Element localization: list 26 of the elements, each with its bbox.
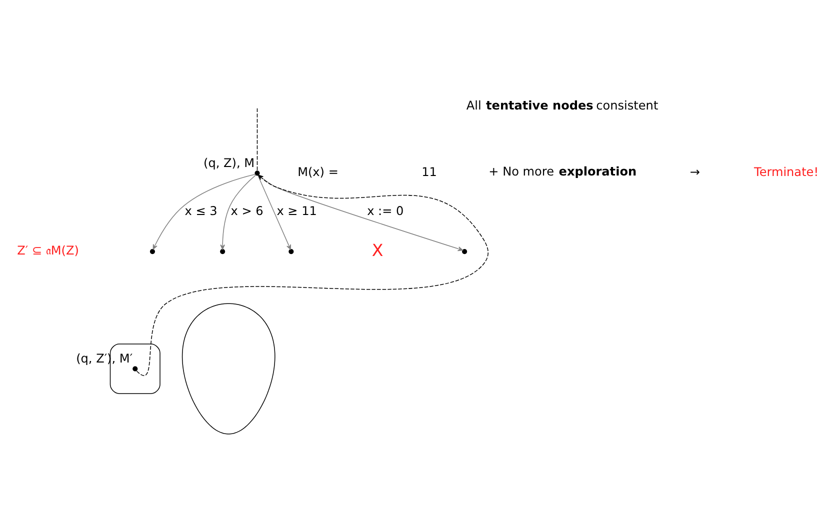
- label: Z′ ⊆ 𝔞M(Z): [17, 242, 79, 257]
- node-label: (q, Z), M: [204, 156, 255, 170]
- label: 11: [422, 164, 437, 179]
- node-circle: [254, 170, 260, 176]
- connector: [256, 108, 258, 171]
- edge-label: x > 6: [230, 204, 264, 218]
- node-circle: [150, 248, 156, 254]
- node-circle: [220, 248, 226, 254]
- label: X: [372, 240, 384, 260]
- label: →: [690, 164, 700, 179]
- arrow: [258, 174, 291, 250]
- node-teardrop: [182, 302, 276, 434]
- label: Terminate!: [754, 164, 819, 179]
- arrow: [220, 174, 256, 250]
- label: M(x) =: [298, 164, 338, 179]
- edge-label: x := 0: [367, 204, 404, 218]
- edge-label: x ≤ 3: [184, 204, 218, 218]
- arrow: [152, 173, 256, 250]
- node-circle: [288, 248, 294, 254]
- arrow: [258, 174, 464, 251]
- node-circle: [462, 248, 468, 254]
- label: + No more exploration: [488, 164, 637, 178]
- node-circle: [132, 366, 138, 371]
- label: All tentative nodes consistent: [466, 98, 658, 112]
- edge-label: x ≥ 11: [276, 204, 317, 218]
- arrow: [136, 174, 488, 376]
